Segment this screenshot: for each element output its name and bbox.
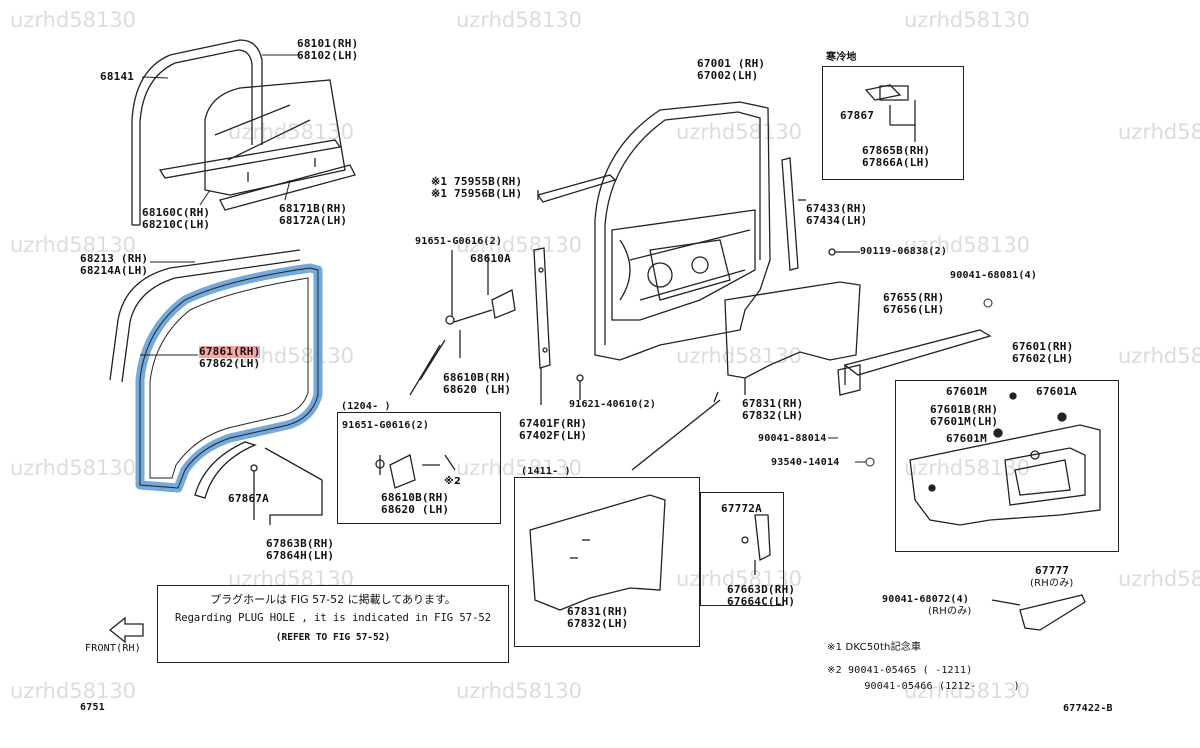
inset-hinge-1204: [337, 412, 501, 524]
part-label: 67863B(RH)67864H(LH): [266, 537, 335, 562]
door-opening-seal: [140, 268, 318, 488]
note-japanese: プラグホールは FIG 57-52 に掲載してあります。: [210, 593, 456, 606]
part-label: 寒冷地: [826, 52, 857, 63]
part-label: 90041-68081(4): [950, 270, 1038, 281]
part-label: 67001 (RH)67002(LH): [697, 57, 766, 82]
part-label: 68141: [100, 70, 135, 83]
door-pocket: [992, 595, 1085, 630]
part-label: 68610A: [470, 252, 511, 265]
part-label: 67601B(RH)67601M(LH): [930, 403, 999, 428]
footnote: ※2 90041-05465 ( -1211): [827, 665, 973, 676]
leader-lines: [140, 55, 300, 355]
part-label: 67867: [840, 109, 875, 122]
part-label: 67777: [1035, 564, 1070, 577]
bolt-90119: [828, 248, 860, 256]
window-run-channel: [132, 40, 262, 225]
part-label: (RHのみ): [928, 606, 972, 617]
part-label: 68101(RH)68102(LH): [297, 37, 359, 62]
front-direction-label: FRONT(RH): [85, 643, 141, 654]
lower-weatherstrip: [195, 442, 322, 525]
part-label: ※1 75955B(RH)※1 75956B(LH): [431, 175, 523, 200]
part-label: 68160C(RH)68210C(LH): [142, 206, 211, 231]
part-label: 68213 (RH)68214A(LH): [80, 252, 149, 277]
part-label: 67831(RH)67832(LH): [742, 397, 804, 422]
inner-belt-rail: [838, 330, 990, 395]
door-glass: [205, 80, 345, 195]
inset-glass-1411: [514, 477, 700, 647]
part-label: 67865B(RH)67866A(LH): [862, 144, 931, 169]
inset-cold-region: [822, 66, 964, 180]
part-label: 91651-G0616(2): [415, 236, 503, 247]
bolt-91621: [576, 374, 584, 400]
part-label: 67663D(RH)67664C(LH): [727, 583, 796, 608]
part-label: (1411- ): [521, 466, 571, 477]
door-panel: [595, 102, 770, 360]
part-label: 91651-G0616(2): [342, 420, 430, 431]
part-label: 90041-88014: [758, 433, 827, 444]
part-label: 67867A: [228, 492, 269, 505]
part-label: 91621-40610(2): [569, 399, 657, 410]
part-label: 67601M: [946, 385, 987, 398]
regulator-rail: [782, 158, 806, 270]
note-reference: (REFER TO FIG 57-52): [275, 632, 391, 643]
part-label: 90119-06838(2): [860, 246, 948, 257]
part-label: ※2: [444, 476, 462, 487]
door-trim-panel: [910, 392, 1100, 525]
part-label: 68610B(RH)68620 (LH): [381, 491, 450, 516]
corner-piece: [741, 515, 770, 575]
part-label: 67831(RH)67832(LH): [567, 605, 629, 630]
belt-moulding: [160, 140, 355, 210]
door-opening-seal-outline: [140, 268, 318, 488]
trim-strip: [538, 175, 615, 202]
figure-id: 677422-B: [1063, 703, 1113, 714]
part-label: 68171B(RH)68172A(LH): [279, 202, 348, 227]
footnote: 90041-05466 (1212- ): [827, 681, 1020, 692]
rear-sash: [534, 248, 550, 405]
note-english: Regarding PLUG HOLE , it is indicated in…: [174, 612, 492, 624]
front-arrow-icon: [110, 618, 143, 642]
door-glass-alt: [530, 495, 665, 610]
part-label: 90041-68072(4): [882, 594, 970, 605]
part-label: (1204- ): [341, 401, 391, 412]
part-label: 67601M: [946, 432, 987, 445]
part-label: 68610B(RH)68620 (LH): [443, 371, 512, 396]
part-label: 93540-14014: [771, 457, 840, 468]
part-label: 67433(RH)67434(LH): [806, 202, 868, 227]
page-number-left: 6751: [80, 702, 105, 713]
part-label: 67772A: [721, 502, 762, 515]
part-label: 67655(RH)67656(LH): [883, 291, 945, 316]
inset-door-trim: [895, 380, 1119, 552]
part-label-highlighted: 67861(RH)67862(LH): [199, 345, 261, 370]
plug-hole-note: プラグホールは FIG 57-52 に掲載してあります。 Regarding P…: [157, 585, 509, 663]
part-label: (RHのみ): [1030, 578, 1074, 589]
part-label: 67401F(RH)67402F(LH): [519, 417, 588, 442]
door-frame-weatherstrip: [110, 250, 300, 382]
small-clip-67867: [866, 85, 915, 142]
inset-67772a: [700, 492, 784, 606]
hinge-detail: [375, 455, 455, 488]
door-hinge: [410, 250, 515, 395]
part-label: 67601(RH)67602(LH): [1012, 340, 1074, 365]
service-hole-cover: [632, 282, 860, 470]
footnote: ※1 DKC50th記念車: [827, 642, 922, 653]
part-label: 67601A: [1036, 385, 1077, 398]
